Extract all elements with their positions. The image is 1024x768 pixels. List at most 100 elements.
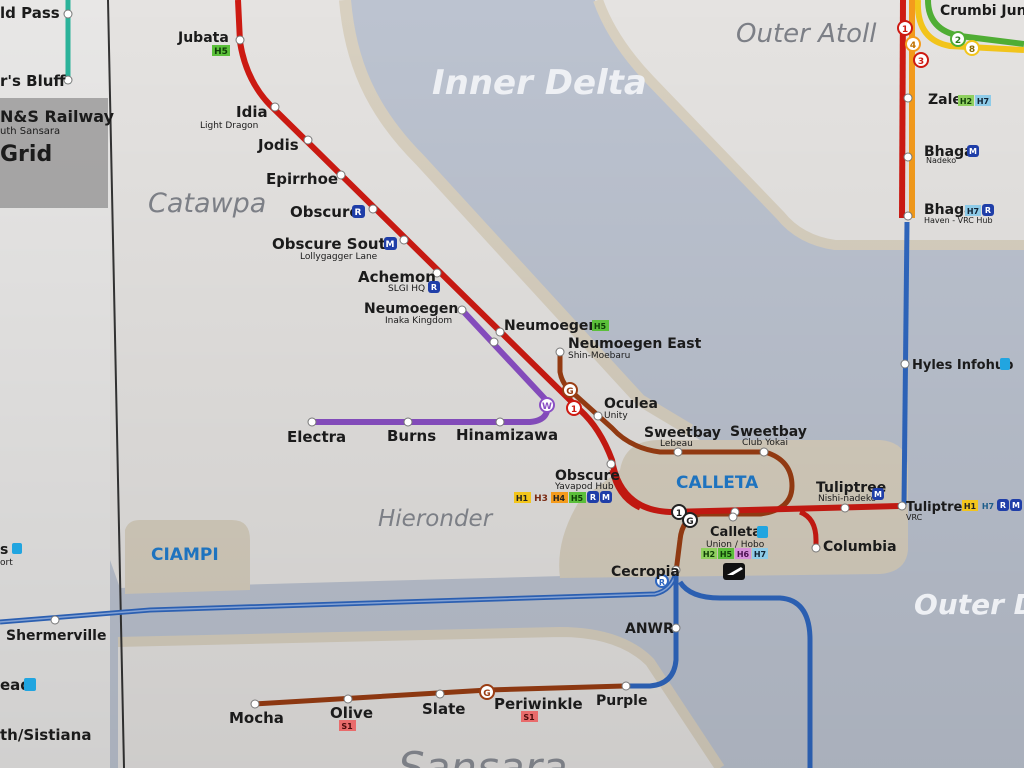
label-oculea-sub: Unity [604,411,628,421]
region-catawpa: Catawpa [148,188,266,219]
label-olive: Olive [330,704,373,722]
label-purple: Purple [596,693,647,709]
label-obscure-yavapod: Obscure [555,468,620,484]
dot-columbia [811,543,821,553]
info-icon-s [12,543,22,554]
label-tuliptree-vrc: Tuliptree [906,500,971,515]
marker-1-a [566,400,582,416]
marker-w-text: W [542,402,552,412]
label-electra: Electra [287,428,346,446]
svg-text:R: R [590,493,596,502]
dot-purple-st [621,681,631,691]
dot-calleta-b [728,512,738,522]
svg-text:M: M [1012,501,1020,510]
label-hyles: Hyles Infohub [912,358,1013,373]
svg-text:H1: H1 [516,494,529,503]
label-neumoegen-w-sub: Inaka Kingdom [385,316,452,326]
label-calleta-union: Calleta [710,525,761,540]
badge-neumoegen-h5-text: H5 [594,322,607,331]
label-tuliptree-nishi: Tuliptree [816,480,886,496]
label-hinamizawa: Hinamizawa [456,426,558,444]
label-obscure-yavapod-sub: Yavapod Hub [554,482,614,492]
label-epirrhoe: Epirrhoe [266,170,338,188]
dot-olive [343,694,353,704]
dot-obscure [368,204,378,214]
dot-sweetbay-2 [759,447,769,457]
label-idia: Idia [236,103,268,121]
label-ead: ead [0,676,31,694]
dot-tuliptree-vrc [897,501,907,511]
badge-zale-h2-text: H2 [960,97,972,106]
station-dots [50,9,913,709]
label-obscure-south-sub: Lollygagger Lane [300,252,378,262]
marker-g-1 [562,382,578,398]
dot-jodis [303,135,313,145]
label-bhaga-2: Bhaga [924,202,974,218]
label-obscure-south: Obscure South [272,235,396,253]
label-th-sistiana: th/Sistiana [0,726,91,744]
badge-bhaga-2-r-text: R [985,206,991,215]
marker-1-a-text: 1 [571,405,577,415]
region-outer-atoll: Outer Atoll [736,19,877,49]
badge-obscure-r [352,205,365,218]
marker-g-2 [682,512,698,528]
dot-bhaga-1 [903,152,913,162]
dot-obscure-south [399,235,409,245]
dot-ld-pass [63,9,73,19]
label-grid: Grid [0,142,52,167]
badge-tuliptree-nishi-m-text: M [874,490,882,499]
info-icon-calleta [757,526,768,538]
badge-obscure-south-m [384,237,397,250]
badge-jubata-h5-text: H5 [214,47,228,57]
badge-achemon-r [428,281,440,293]
marker-3-text: 3 [918,57,924,67]
marker-1-b-text: 1 [676,509,682,519]
badges-obscure-yavapod: H1 H3 H4 H5 R M [514,491,612,504]
badge-bhaga-1-m-text: M [969,147,977,156]
dot-hyles [900,359,910,369]
label-achemon-sub: SLGI HQ [388,284,425,294]
dot-cecropia [671,565,681,575]
label-ld-pass: ld Pass [0,4,60,22]
region-outer-d: Outer D [914,588,1024,621]
label-ns-railway: N&S Railway [0,107,115,126]
marker-r-cecropia-text: R [659,578,665,587]
label-bhaga-1-sub: Nadeko [926,156,956,165]
badge-olive-s1-text: S1 [341,722,353,731]
dot-neumoegen-w [457,305,467,315]
label-neumoegen-w: Neumoegen [364,301,458,317]
label-cecropia: Cecropia [611,564,680,580]
dot-anwr [671,623,681,633]
region-hieronder: Hieronder [378,506,494,532]
label-neumoegen-east: Neumoegen East [568,336,702,352]
label-anwr: ANWR [625,621,674,637]
marker-8 [964,40,980,56]
badge-olive-s1 [339,720,356,731]
region-inner-delta: Inner Delta [432,63,647,103]
dot-bhaga-2 [903,211,913,221]
label-zale: Zale [928,92,962,108]
marker-2 [950,31,966,47]
marker-3 [913,52,929,68]
badge-zale-h7 [975,95,991,106]
svg-text:H1: H1 [964,502,977,511]
dot-neumoegen-east [555,347,565,357]
dot-oculea [593,411,603,421]
badge-bhaga-2-r [982,204,994,216]
label-idia-sub: Light Dragon [200,121,258,131]
dot-rs-bluff [63,75,73,85]
marker-1-c [897,20,913,36]
badge-zale-h7-text: H7 [977,97,989,106]
label-oculea: Oculea [604,396,658,412]
marker-g-2-text: G [686,517,693,527]
badge-neumoegen-h5 [592,320,609,331]
marker-g-3 [479,684,495,700]
label-tuliptree-nishi-sub: Nishi-nadeko [818,494,877,504]
dot-burns [403,417,413,427]
marker-w [539,397,555,413]
dot-obscure-yavapod [606,459,616,469]
label-achemon: Achemon [358,268,436,286]
label-neumoegen-east-sub: Shin-Moebaru [568,351,630,361]
dot-sweetbay-1 [673,447,683,457]
